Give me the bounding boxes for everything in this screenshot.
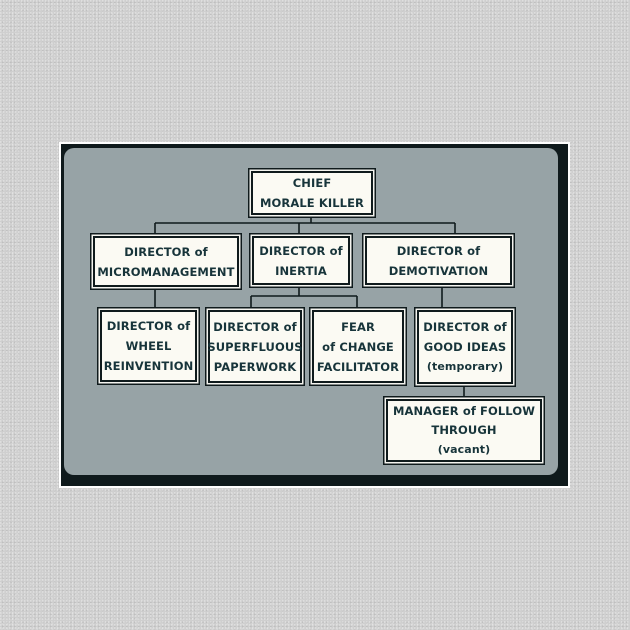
- node-change-line-3: FACILITATOR: [316, 359, 400, 374]
- node-wheel-line-2: WHEEL: [125, 339, 172, 353]
- node-micromanagement-line-2: MICROMANAGEMENT: [97, 264, 235, 279]
- node-follow-through-note: (vacant): [437, 443, 491, 456]
- org-chart-poster: CHIEF MORALE KILLER DIRECTOR of MICROMAN…: [59, 142, 570, 488]
- node-wheel: DIRECTOR of WHEEL REINVENTION: [100, 310, 197, 382]
- node-paperwork: DIRECTOR of SUPERFLUOUS PAPERWORK: [207, 310, 303, 383]
- node-change-line-2: of CHANGE: [322, 339, 394, 354]
- node-good-ideas-line-1: DIRECTOR of: [423, 320, 507, 334]
- node-wheel-line-1: DIRECTOR of: [106, 319, 191, 333]
- node-paperwork-line-2: SUPERFLUOUS: [207, 339, 303, 354]
- node-demotivation: DIRECTOR of DEMOTIVATION: [365, 236, 512, 285]
- node-change-line-1: FEAR: [341, 319, 375, 334]
- node-good-ideas-line-2: GOOD IDEAS: [423, 340, 507, 354]
- node-follow-through-line-2: THROUGH: [431, 423, 497, 437]
- node-chief-line-1: CHIEF: [292, 176, 332, 190]
- node-change: FEAR of CHANGE FACILITATOR: [312, 310, 404, 383]
- node-demotivation-line-2: DEMOTIVATION: [388, 263, 489, 278]
- node-wheel-line-3: REINVENTION: [103, 359, 194, 373]
- connector-lines: [154, 215, 465, 399]
- node-demotivation-line-1: DIRECTOR of: [396, 243, 481, 258]
- node-inertia-line-1: DIRECTOR of: [259, 243, 343, 258]
- node-micromanagement-line-1: DIRECTOR of: [124, 244, 208, 259]
- node-micromanagement: DIRECTOR of MICROMANAGEMENT: [93, 236, 239, 287]
- node-inertia: DIRECTOR of INERTIA: [252, 236, 350, 285]
- node-good-ideas-note: (temporary): [426, 360, 504, 373]
- node-inertia-line-2: INERTIA: [275, 263, 327, 278]
- node-chief-line-2: MORALE KILLER: [259, 196, 365, 210]
- node-paperwork-line-1: DIRECTOR of: [213, 319, 297, 334]
- node-chief: CHIEF MORALE KILLER: [251, 171, 373, 215]
- node-follow-through-line-1: MANAGER of FOLLOW: [393, 404, 535, 418]
- node-follow-through: MANAGER of FOLLOW THROUGH (vacant): [386, 399, 542, 462]
- node-paperwork-line-3: PAPERWORK: [213, 359, 297, 374]
- node-good-ideas: DIRECTOR of GOOD IDEAS (temporary): [417, 310, 513, 384]
